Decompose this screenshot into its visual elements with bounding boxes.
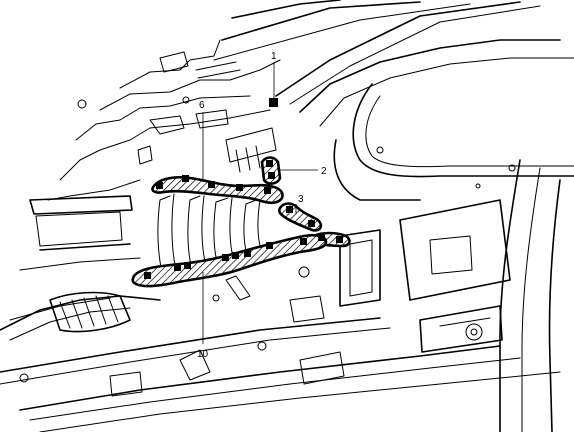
spot-marker: [232, 252, 239, 259]
spot-marker: [244, 250, 251, 257]
callout-2: 2: [321, 166, 327, 177]
callout-10: 10: [197, 349, 209, 360]
spot-marker: [300, 238, 307, 245]
sealer-bead-upper: [151, 175, 284, 205]
spot-marker: [336, 236, 343, 243]
spot-marker: [184, 262, 191, 269]
spot-marker: [236, 184, 243, 191]
spot-marker: [266, 160, 273, 167]
sealer-bead-long: [131, 233, 328, 288]
spot-marker: [182, 175, 189, 182]
spot-markers: [144, 98, 343, 279]
callout-3: 3: [298, 194, 304, 205]
spot-marker: [308, 220, 315, 227]
spot-marker: [269, 98, 278, 107]
leader-lines: [202, 62, 318, 344]
callout-6: 6: [199, 100, 205, 111]
spot-marker: [266, 242, 273, 249]
spot-marker: [286, 206, 293, 213]
callout-1: 1: [271, 51, 277, 62]
spot-marker: [318, 234, 325, 241]
callout-labels: 1 2 3 6 10: [197, 51, 327, 360]
spot-marker: [208, 181, 215, 188]
spot-marker: [264, 187, 271, 194]
sealer-beads: [131, 156, 351, 288]
spot-marker: [144, 272, 151, 279]
spot-marker: [222, 254, 229, 261]
spot-marker: [268, 172, 275, 179]
spot-marker: [174, 264, 181, 271]
spot-marker: [156, 182, 163, 189]
